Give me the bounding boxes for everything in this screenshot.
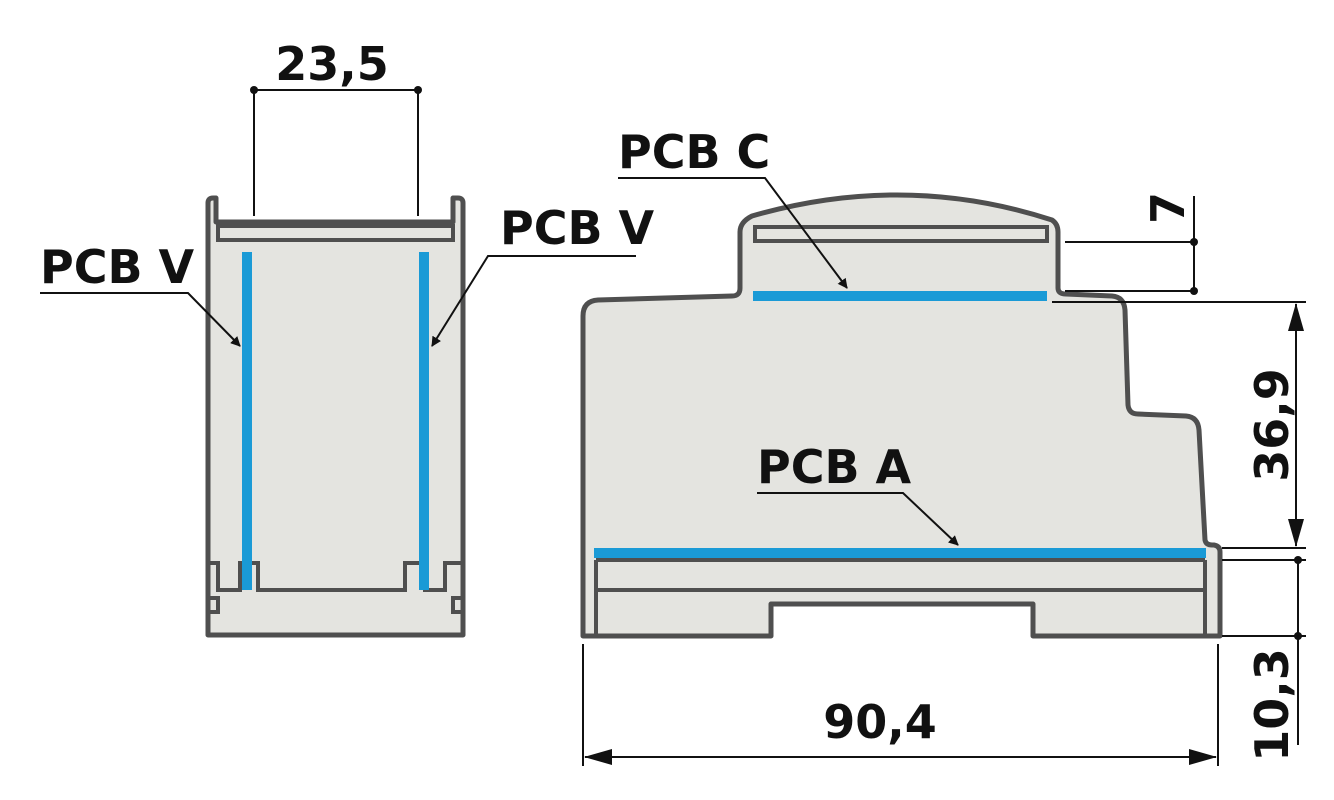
dim-step-dot-bottom [1190,287,1198,295]
dim-body-text: 36,9 [1245,368,1299,482]
front-view-housing [580,192,1223,639]
front-view-base-rails [594,558,1207,636]
pcb-v-left-leader [40,292,241,347]
dim-width-text: 23,5 [275,37,389,91]
pcb-c-leader [618,177,848,289]
pcb-v-right-label: PCB V [500,201,655,255]
dim-step-dot-top [1190,238,1198,246]
side-view-housing [205,195,466,638]
pcb-v-left-label: PCB V [40,240,195,294]
side-view-top-rail [216,224,455,242]
pcb-a-leader [757,492,959,546]
pcb-c-label: PCB C [618,125,770,179]
side-view: 23,5 PCB V PCB V [40,37,655,638]
dim-step-text: 7 [1141,192,1195,224]
pcb-a-label: PCB A [757,440,912,494]
dim-base-text: 10,3 [1245,648,1299,762]
dim-width-dot-right [414,86,422,94]
side-view-base-line [208,596,463,614]
front-view: PCB C PCB A 7 36,9 10,3 90,4 [580,125,1306,766]
dim-width-dot-left [250,86,258,94]
front-view-top-rail [753,225,1049,243]
dim-base-dot-top [1294,556,1302,564]
side-view-base-slots [208,561,463,592]
dim-base-dot-bottom [1294,632,1302,640]
pcb-v-right-leader [431,255,636,347]
dim-length-text: 90,4 [823,695,937,749]
